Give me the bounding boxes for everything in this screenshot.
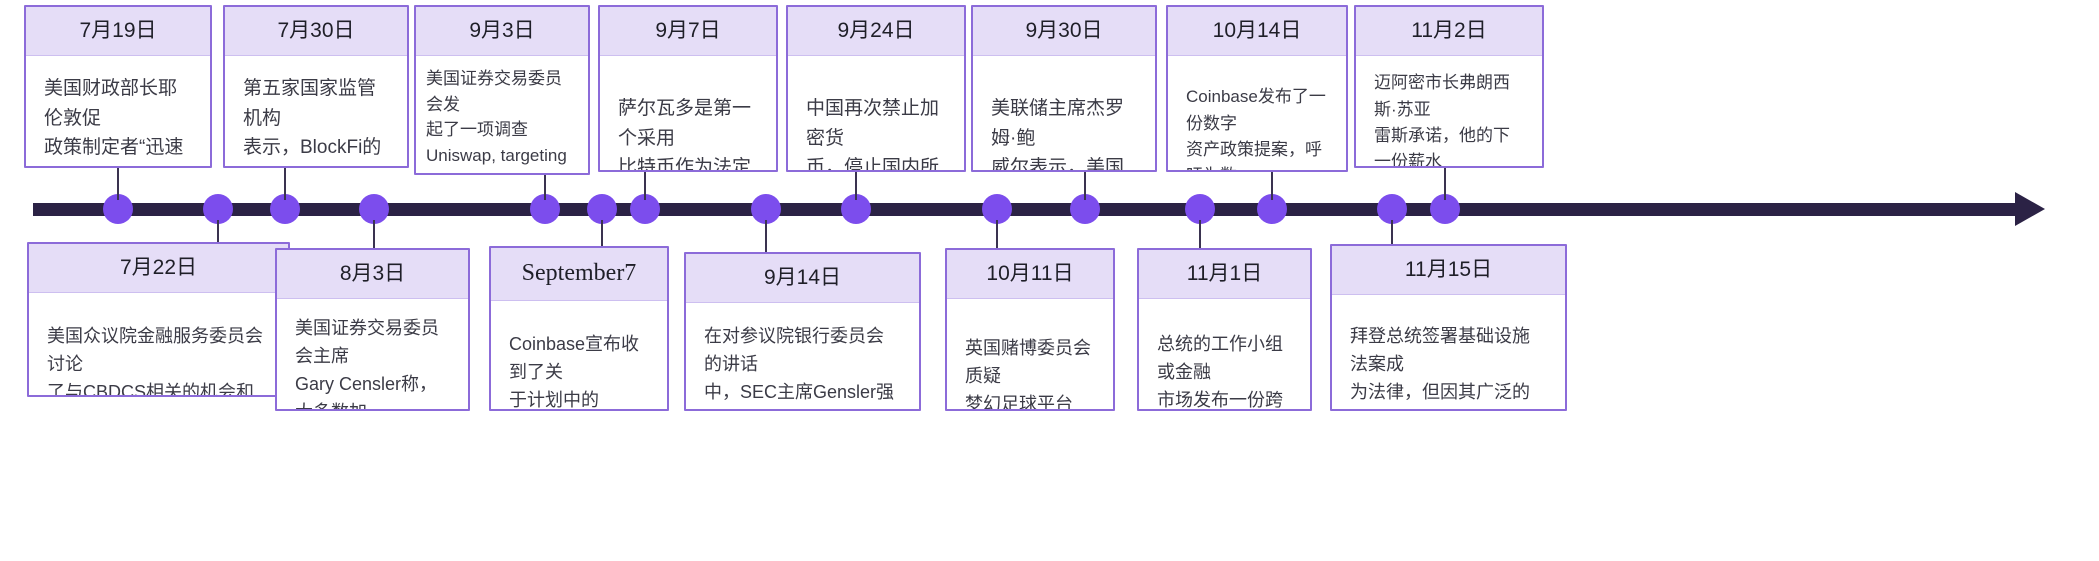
timeline-card-bottom[interactable]: 11月15日 拜登总统签署基础设施法案成 为法律，但因其广泛的加密货 币税收规定… — [1330, 244, 1567, 411]
card-body-text: Coinbase宣布收到了关 于计划中的Coinbase Lend产品的Well… — [509, 333, 640, 409]
card-body-text: 第五家国家监管机构 表示，BlockFi的权 益账户可能违反了证 券法。 — [243, 78, 382, 159]
connector-line — [1084, 172, 1086, 200]
card-body-text: 美国财政部长耶伦敦促 政策制定者“迅速采取 行动”，对稳定币进行 监管。 — [44, 78, 184, 159]
card-body-text: 中国再次禁止加密货 币，停止国内所有交 易和挖矿活动。 — [806, 98, 940, 170]
card-body-text: 美国证券交易委员会发 起了一项调查 Uniswap, targeting 去中心… — [426, 69, 567, 165]
timeline-card-bottom[interactable]: 9月14日 在对参议院银行委员会的讲话 中，SEC主席Gensler强调， SE… — [684, 252, 921, 411]
timeline-card-top[interactable]: 7月19日 美国财政部长耶伦敦促 政策制定者“迅速采取 行动”，对稳定币进行 监… — [24, 5, 212, 168]
card-body-text: 美国众议院金融服务委员会讨论 了与CBDCS相关的机会和风险 — [47, 326, 263, 395]
connector-line — [1271, 172, 1273, 200]
connector-line — [1391, 220, 1393, 244]
timeline-card-bottom[interactable]: 7月22日 美国众议院金融服务委员会讨论 了与CBDCS相关的机会和风险 — [27, 242, 290, 397]
card-date-header: 10月14日 — [1168, 7, 1346, 57]
card-date-header: 10月11日 — [947, 250, 1113, 300]
card-body-text: 拜登总统签署基础设施法案成 为法律，但因其广泛的加密货 币税收规定和“经纪人”定… — [1350, 326, 1530, 402]
timeline-dot[interactable] — [587, 194, 617, 224]
card-body-text: 总统的工作小组或金融 市场发布一份跨机构报 告 stablecoins。 — [1157, 334, 1283, 409]
connector-line — [117, 168, 119, 200]
connector-line — [855, 172, 857, 200]
timeline-arrow-head — [2015, 192, 2045, 226]
connector-line — [601, 220, 603, 246]
timeline-card-top[interactable]: 9月24日 中国再次禁止加密货 币，停止国内所有交 易和挖矿活动。 — [786, 5, 966, 172]
card-date-header: 9月30日 — [973, 7, 1155, 57]
timeline-card-top[interactable]: 9月3日 美国证券交易委员会发 起了一项调查 Uniswap, targetin… — [414, 5, 590, 175]
timeline-dot[interactable] — [982, 194, 1012, 224]
connector-line — [644, 172, 646, 200]
timeline-card-bottom[interactable]: 11月1日 总统的工作小组或金融 市场发布一份跨机构报 告 stablecoin… — [1137, 248, 1312, 411]
card-date-header: 7月30日 — [225, 7, 407, 57]
timeline-card-bottom[interactable]: September7 Coinbase宣布收到了关 于计划中的Coinbase … — [489, 246, 669, 411]
card-date-header: 9月3日 — [416, 7, 588, 57]
connector-line — [217, 220, 219, 242]
timeline-dot[interactable] — [1377, 194, 1407, 224]
timeline-dot[interactable] — [203, 194, 233, 224]
card-body-text: 迈阿密市长弗朗西斯·苏亚 雷斯承诺，他的下一份薪水 将以比特币的形式发放，纽 约… — [1374, 73, 1510, 166]
connector-line — [284, 168, 286, 200]
card-date-header: 7月22日 — [29, 244, 288, 294]
card-body-text: Coinbase发布了一份数字 资产政策提案，呼吁为数 字资产建立新的监管框架 … — [1186, 87, 1326, 170]
card-date-header: 9月14日 — [686, 254, 919, 304]
timeline-card-top[interactable]: 7月30日 第五家国家监管机构 表示，BlockFi的权 益账户可能违反了证 券… — [223, 5, 409, 168]
card-body-text: 在对参议院银行委员会的讲话 中，SEC主席Gensler强调， SEC正在审查稳… — [704, 326, 895, 402]
timeline-dot[interactable] — [751, 194, 781, 224]
card-date-header: 11月15日 — [1332, 246, 1565, 296]
card-body-text: 英国赌博委员会质疑 梦幻足球平台Sorare 及其对NFTS的使用。 — [965, 338, 1091, 409]
card-body-text: 美国证券交易委员会主席 Gary Censler称，大多数加 密交易所使用的都是… — [295, 318, 439, 409]
card-date-header: 11月2日 — [1356, 7, 1542, 57]
connector-line — [544, 175, 546, 200]
connector-line — [996, 220, 998, 248]
connector-line — [373, 220, 375, 248]
card-date-header: 8月3日 — [277, 250, 468, 300]
timeline-axis-line — [33, 203, 2021, 216]
card-date-header: 9月7日 — [600, 7, 776, 57]
card-date-header: September7 — [491, 248, 667, 301]
card-date-header: 11月1日 — [1139, 250, 1310, 300]
connector-line — [1199, 220, 1201, 248]
card-body-text: 萨尔瓦多是第一个采用 比特币作为法定货币的 国家。 — [618, 98, 752, 170]
connector-line — [1444, 168, 1446, 200]
timeline-dot[interactable] — [359, 194, 389, 224]
timeline-card-top[interactable]: 10月14日 Coinbase发布了一份数字 资产政策提案，呼吁为数 字资产建立… — [1166, 5, 1348, 172]
timeline-card-bottom[interactable]: 10月11日 英国赌博委员会质疑 梦幻足球平台Sorare 及其对NFTS的使用… — [945, 248, 1115, 411]
timeline-card-bottom[interactable]: 8月3日 美国证券交易委员会主席 Gary Censler称，大多数加 密交易所… — [275, 248, 470, 411]
timeline-dot[interactable] — [1185, 194, 1215, 224]
card-date-header: 9月24日 — [788, 7, 964, 57]
connector-line — [765, 220, 767, 252]
timeline-card-top[interactable]: 9月7日 萨尔瓦多是第一个采用 比特币作为法定货币的 国家。 — [598, 5, 778, 172]
timeline-card-top[interactable]: 11月2日 迈阿密市长弗朗西斯·苏亚 雷斯承诺，他的下一份薪水 将以比特币的形式… — [1354, 5, 1544, 168]
card-date-header: 7月19日 — [26, 7, 210, 57]
